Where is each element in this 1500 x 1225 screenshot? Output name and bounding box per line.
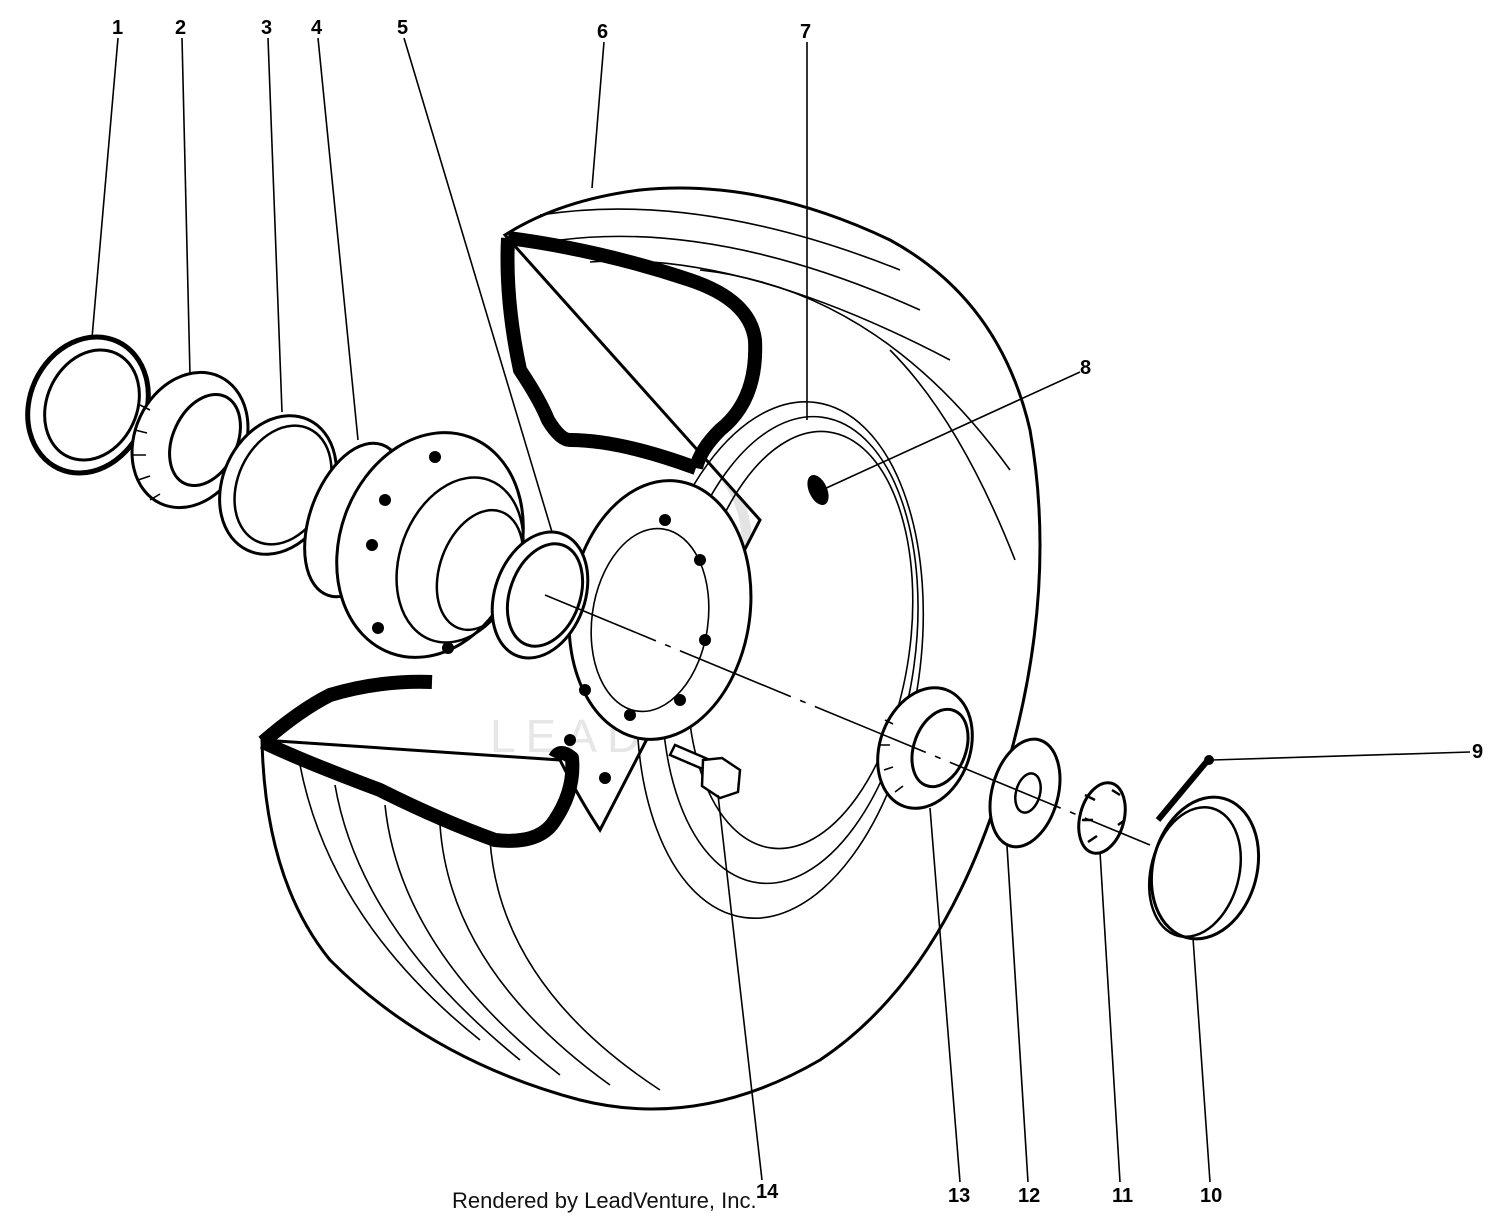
callout-11: 11 xyxy=(1112,1185,1133,1207)
callout-1: 1 xyxy=(112,17,123,39)
castle-nut xyxy=(1077,781,1127,855)
hub-cap xyxy=(1147,795,1261,941)
bearing-cone-inner xyxy=(876,686,974,810)
leader-lines xyxy=(91,37,1471,1183)
callout-9: 9 xyxy=(1472,741,1483,763)
tire xyxy=(258,186,1042,1111)
callout-3: 3 xyxy=(261,17,272,39)
bolt xyxy=(668,743,742,800)
callout-5: 5 xyxy=(397,17,408,39)
callout-12: 12 xyxy=(1018,1185,1040,1207)
callouts: 1 2 3 4 5 6 7 8 9 10 11 12 13 14 xyxy=(112,17,1483,1207)
hub xyxy=(303,431,525,659)
callout-7: 7 xyxy=(800,21,811,43)
callout-4: 4 xyxy=(311,17,323,39)
callout-8: 8 xyxy=(1080,357,1091,379)
callout-13: 13 xyxy=(948,1185,970,1207)
callout-10: 10 xyxy=(1200,1185,1222,1207)
footer-credit: Rendered by LeadVenture, Inc. xyxy=(452,1188,757,1213)
callout-14: 14 xyxy=(756,1181,779,1203)
callout-2: 2 xyxy=(175,17,186,39)
callout-6: 6 xyxy=(597,21,608,43)
cotter-pin xyxy=(1155,755,1214,822)
